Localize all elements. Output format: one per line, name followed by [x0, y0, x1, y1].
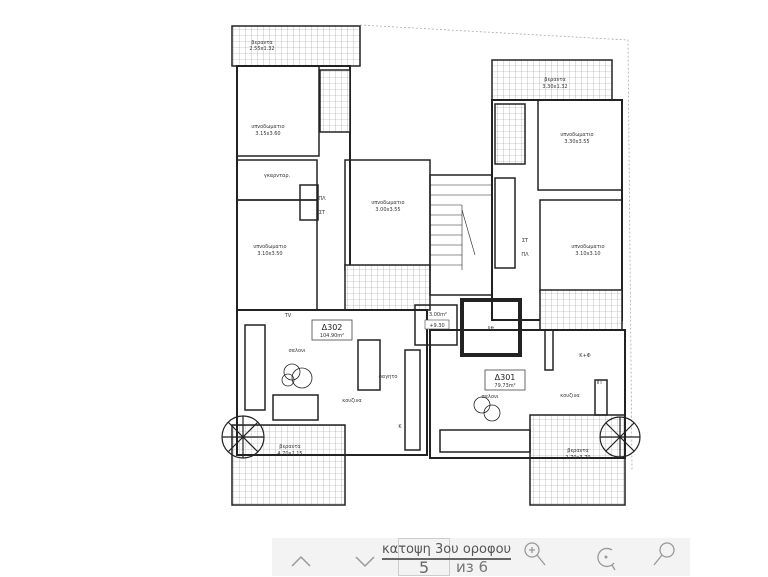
room-size: 3.10x3.50: [257, 251, 282, 257]
veranda-bottom-right: [529, 414, 626, 506]
room-name: γκαρνταρ.: [264, 173, 291, 179]
zoom-in-icon: [524, 542, 546, 566]
pdf-toolbar: 5 из 6 κατοψη 3ου οροφου: [272, 538, 690, 577]
room-size: 3.30x1.32: [542, 84, 567, 90]
room-size: 2.55x1.32: [249, 46, 274, 52]
next-page-button[interactable]: [352, 548, 378, 574]
page-number: 5: [419, 558, 430, 577]
room-name: βεραντα: [567, 448, 589, 454]
room-name: βεραντα: [251, 40, 273, 46]
chevron-down-icon: [355, 556, 375, 568]
room-name: υπνοδωματιο: [253, 244, 286, 250]
landing-area: 3.00m²: [429, 312, 447, 318]
rotate-icon: [597, 547, 616, 571]
mark: K: [398, 424, 402, 430]
room-name: φαγητο: [379, 374, 398, 380]
room-name: κουζινα: [342, 398, 362, 404]
room-size: 3.00x3.55: [375, 207, 400, 213]
mark: Κ+Φ: [579, 353, 590, 359]
room-name: υπνοδωματιο: [371, 200, 404, 206]
room-size: 4.70x2.15: [277, 451, 302, 457]
mark: ΠΠ: [594, 380, 602, 386]
room-size: 2.70x3.70: [565, 455, 590, 461]
veranda-top-left: [231, 25, 361, 67]
mark: TV: [284, 313, 292, 319]
apartment-area: 79.73m²: [494, 383, 515, 389]
mark: ΠΛ: [521, 252, 529, 258]
mark: lift: [488, 326, 494, 332]
room-name: βεραντα: [544, 77, 566, 83]
page-total: из 6: [456, 558, 489, 576]
mark: ΣΤ: [522, 238, 529, 244]
room-name: κουζινα: [560, 393, 580, 399]
room-name: βεραντα: [279, 444, 301, 450]
room-name: σαλονι: [289, 348, 306, 354]
apartment-code: Δ301: [495, 373, 516, 382]
room-size: 3.10x3.10: [575, 251, 600, 257]
search-icon: [653, 542, 675, 566]
mark: ΣΤ: [319, 210, 326, 216]
apartment-area: 104.90m²: [320, 333, 344, 339]
document-title: κατοψη 3ου οροφου: [382, 542, 512, 560]
search-button[interactable]: [652, 542, 678, 568]
room-labels: βεραντα 2.55x1.32 υπνοδωματιο 3.15x3.60 …: [249, 40, 604, 461]
rotate-button[interactable]: [594, 546, 620, 572]
room-name: υπνοδωματιο: [560, 132, 593, 138]
previous-page-button[interactable]: [288, 548, 314, 574]
mark: ΠΛ: [318, 196, 326, 202]
room-name: σαλονι: [482, 394, 499, 400]
veranda-bottom-left: [231, 424, 346, 506]
room-name: υπνοδωματιο: [251, 124, 284, 130]
chevron-up-icon: [291, 555, 311, 567]
room-size: 3.15x3.60: [255, 131, 280, 137]
apartment-code: Δ302: [322, 323, 343, 332]
level-mark: +9.30: [429, 323, 444, 329]
veranda-top-right: [491, 59, 613, 101]
room-name: υπνοδωματιο: [571, 244, 604, 250]
floor-plan: βεραντα 2.55x1.32 υπνοδωματιο 3.15x3.60 …: [221, 24, 641, 506]
room-size: 3.30x3.55: [564, 139, 589, 145]
zoom-in-button[interactable]: [522, 542, 548, 568]
